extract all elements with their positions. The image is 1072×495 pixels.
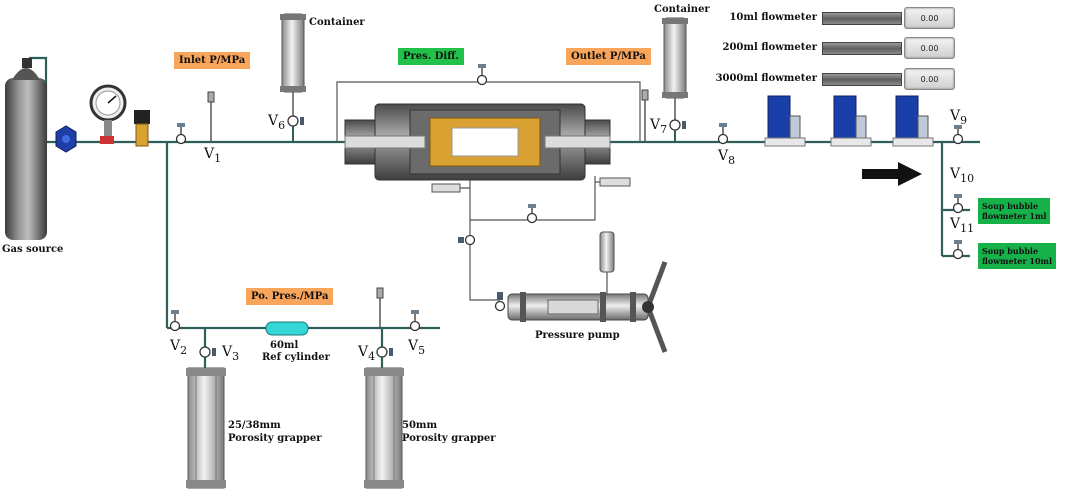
- flowmeter-10ml-icon: [764, 95, 806, 147]
- ref-cylinder-volume: 60ml: [270, 340, 299, 351]
- valve-v11-label: V11: [950, 216, 975, 235]
- valve-v8-label: V8: [718, 148, 736, 167]
- valve-v6-label: V6: [268, 113, 286, 132]
- valve-v7-icon: [669, 119, 686, 142]
- pressure-diff-tag: Pres. Diff.: [398, 48, 464, 65]
- porosity-grapper-large-icon: [364, 367, 404, 489]
- inlet-pressure-tag: Inlet P/MPa: [174, 52, 251, 69]
- flowmeter-label: 3000ml flowmeter: [715, 73, 817, 84]
- valve-v11-icon: [952, 240, 964, 260]
- flowmeter-bar: [822, 73, 902, 86]
- valve-v2-icon: [169, 310, 181, 332]
- po-pressure-tag: Po. Pres./MPa: [246, 288, 334, 305]
- valve-v1-icon: [175, 123, 187, 145]
- valve-v7-label: V7: [650, 117, 668, 136]
- valve-v4-label: V4: [358, 344, 376, 363]
- valve-v5-icon: [409, 310, 421, 332]
- flow-direction-arrow-icon: [862, 162, 922, 186]
- valve-v1-label: V1: [204, 146, 222, 165]
- valve-v3-icon: [199, 346, 216, 358]
- gas-cylinder-icon: [5, 58, 47, 240]
- soap-10ml-line1: Soup bubble: [982, 246, 1039, 256]
- valve-v2-label: V2: [170, 338, 188, 357]
- valve-v9-label: V9: [950, 108, 968, 127]
- container-right-icon: [662, 17, 688, 120]
- grapper-large-size: 50mm: [402, 420, 438, 431]
- soap-10ml-line2: flowmeter 10ml: [982, 256, 1053, 266]
- soap-1ml-line2: flowmeter 1ml: [982, 211, 1047, 221]
- valve-v3-label: V3: [222, 344, 240, 363]
- flowmeter-readout: 0.00: [904, 7, 955, 29]
- soap-flowmeter-1ml-tag: Soup bubble flowmeter 1ml: [978, 198, 1051, 224]
- pressure-pump-label: Pressure pump: [535, 330, 620, 341]
- flowmeter-readout: 0.00: [904, 68, 955, 90]
- valve-v10-icon: [952, 194, 964, 214]
- regulator-icon: [134, 110, 150, 147]
- flowmeter-3000ml-icon: [892, 95, 934, 147]
- porosity-grapper-small-icon: [186, 367, 226, 489]
- pressure-pump-icon: [507, 231, 668, 353]
- flowmeter-readout: 0.00: [904, 37, 955, 59]
- po-pressure-sensor-icon: [376, 287, 384, 328]
- container-left-label: Container: [309, 17, 365, 28]
- valve-v5-label: V5: [408, 338, 426, 357]
- valve-v8-icon: [717, 123, 729, 145]
- gas-source-label: Gas source: [2, 244, 64, 255]
- container-right-label: Container: [654, 4, 710, 15]
- soap-1ml-line1: Soup bubble: [982, 201, 1039, 211]
- flowmeter-200ml-icon: [830, 95, 872, 147]
- reference-cylinder-icon: [265, 321, 309, 336]
- small-valves-pump-area: [431, 177, 631, 312]
- grapper-large-name: Porosity grapper: [402, 433, 496, 444]
- valve-v4-icon: [376, 346, 393, 358]
- grapper-small-name: Porosity grapper: [228, 433, 322, 444]
- valve-v6-icon: [287, 115, 304, 142]
- flowmeter-label: 10ml flowmeter: [729, 12, 817, 23]
- flowmeter-bar: [822, 12, 902, 25]
- grapper-small-size: 25/38mm: [228, 420, 281, 431]
- flowmeter-label: 200ml flowmeter: [722, 42, 817, 53]
- filter-icon: [55, 125, 77, 153]
- soap-flowmeter-10ml-tag: Soup bubble flowmeter 10ml: [978, 243, 1057, 269]
- valve-v9-icon: [952, 125, 964, 145]
- container-left-icon: [280, 13, 306, 118]
- outlet-pressure-tag: Outlet P/MPa: [566, 48, 651, 65]
- valve-v10-label: V10: [950, 166, 975, 185]
- inlet-pressure-sensor-icon: [207, 91, 215, 142]
- valve-pres-diff-icon: [476, 64, 488, 86]
- ref-cylinder-name: Ref cylinder: [262, 352, 330, 363]
- pressure-gauge-icon: [89, 84, 127, 144]
- outlet-pressure-sensor-icon: [641, 89, 649, 142]
- flowmeter-bar: [822, 42, 902, 55]
- core-holder-icon: [344, 103, 611, 181]
